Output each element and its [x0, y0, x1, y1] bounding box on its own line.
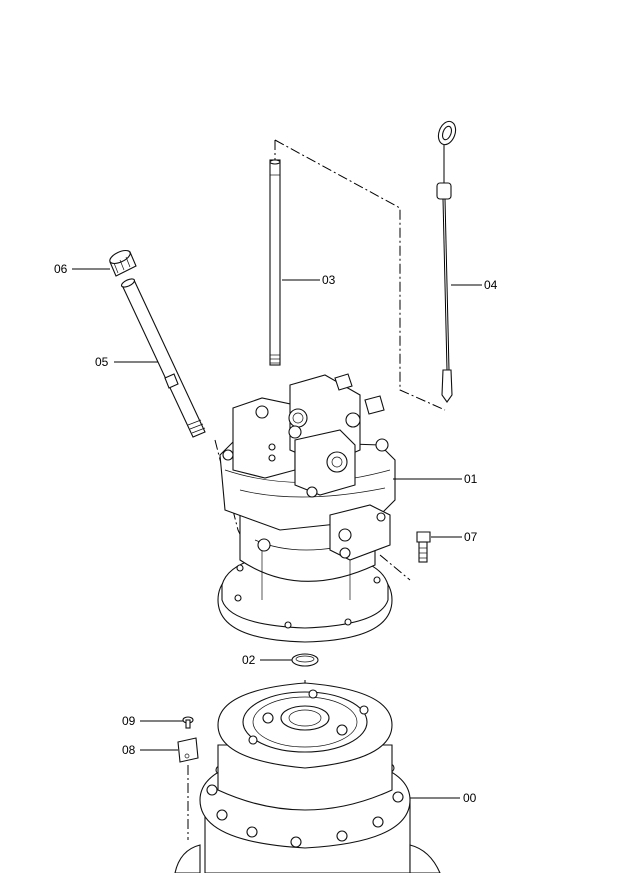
callout-06: 06 [54, 262, 68, 276]
bolt-part-07 [416, 531, 431, 563]
dipstick-part-04 [436, 120, 457, 403]
callout-08: 08 [122, 743, 136, 757]
cap-part-06 [109, 249, 137, 277]
callout-03: 03 [322, 273, 336, 287]
pipe-part-05 [120, 278, 206, 438]
screw-part-09 [182, 716, 194, 729]
callout-09: 09 [122, 714, 136, 728]
callout-04: 04 [484, 278, 498, 292]
leader-lines [72, 268, 482, 799]
callout-01: 01 [464, 472, 478, 486]
callout-05: 05 [95, 355, 109, 369]
shaft-part-03 [269, 159, 281, 366]
callout-07: 07 [464, 530, 478, 544]
callout-00: 00 [463, 791, 477, 805]
callout-labels: 00 01 02 03 04 05 06 07 08 09 [54, 262, 498, 805]
swing-motor-part-01 [217, 373, 396, 643]
ring-part-02 [291, 653, 319, 667]
reduction-gear-part-00 [174, 682, 441, 873]
plate-part-08 [177, 737, 199, 763]
callout-02: 02 [242, 653, 256, 667]
